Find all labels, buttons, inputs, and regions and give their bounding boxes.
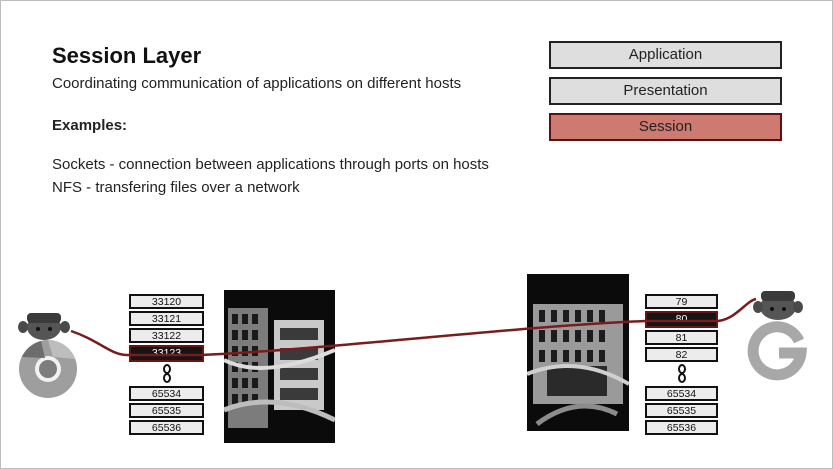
- port-item: 65535: [645, 403, 718, 418]
- port-item: 79: [645, 294, 718, 309]
- port-item-highlighted: 80: [645, 311, 718, 328]
- layer-presentation: Presentation: [549, 77, 782, 105]
- right-port-list: 79 80 81 82 65534 65535 65536: [645, 294, 718, 437]
- layer-session: Session: [549, 113, 782, 141]
- example-nfs: NFS - transfering files over a network: [52, 179, 300, 196]
- port-item: 65536: [129, 420, 204, 435]
- port-item: 81: [645, 330, 718, 345]
- left-port-list: 33120 33121 33122 33123 65534 65535 6553…: [129, 294, 204, 437]
- port-item: 65536: [645, 420, 718, 435]
- port-item: 82: [645, 347, 718, 362]
- port-item: 65534: [645, 386, 718, 401]
- example-sockets: Sockets - connection between application…: [52, 156, 489, 173]
- slide-title: Session Layer: [52, 43, 202, 68]
- server-rack-graphic: [527, 274, 629, 431]
- layer-application: Application: [549, 41, 782, 69]
- port-item: 33121: [129, 311, 204, 326]
- port-item: 65535: [129, 403, 204, 418]
- port-item: 65534: [129, 386, 204, 401]
- chain-link-icon: [645, 364, 718, 384]
- chrome-mascot-icon: [18, 313, 77, 398]
- google-mascot-icon: [747, 291, 808, 381]
- chain-link-icon: [129, 364, 204, 384]
- server-photo-right: [527, 274, 629, 431]
- examples-heading: Examples:: [52, 117, 128, 134]
- connection-line: [70, 297, 757, 357]
- port-item: 33120: [129, 294, 204, 309]
- port-item: 33122: [129, 328, 204, 343]
- server-rack-graphic: [224, 290, 335, 443]
- server-photo-left: [224, 290, 335, 443]
- slide-subtitle: Coordinating communication of applicatio…: [52, 75, 462, 92]
